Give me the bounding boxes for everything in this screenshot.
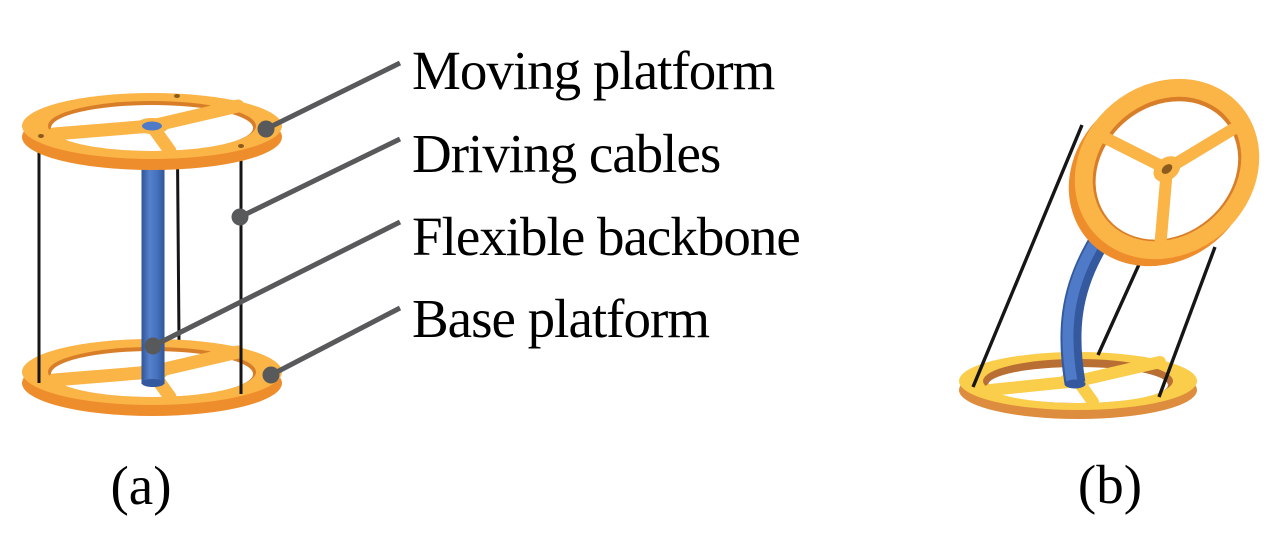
moving-platform-b: [1074, 78, 1260, 260]
leader-dot: [144, 337, 162, 355]
driving-cable: [971, 124, 1084, 388]
backbone-hub: [142, 121, 162, 131]
label-driving-cables: Driving cables: [412, 123, 721, 184]
leader-dot: [231, 208, 249, 226]
label-base-platform: Base platform: [412, 288, 710, 349]
leader-dot: [257, 120, 275, 138]
leader-line-driving-cables: [238, 136, 402, 220]
cable-holes: [38, 94, 244, 148]
leader-lines: [144, 60, 402, 384]
leader-line-moving-platform: [264, 60, 402, 132]
panel-b-caption: (b): [1077, 454, 1143, 515]
panel-b-drawing: [959, 78, 1260, 419]
leader-dot: [262, 366, 280, 384]
label-flexible-backbone: Flexible backbone: [412, 206, 801, 267]
moving-platform-a: [22, 93, 282, 170]
hub-hole: [1161, 164, 1173, 174]
flexible-backbone-a: [141, 128, 165, 387]
leader-line-flexible-backbone: [151, 219, 402, 349]
label-moving-platform: Moving platform: [412, 40, 775, 101]
leader-line-base-platform: [269, 305, 402, 378]
driving-cable: [1157, 246, 1217, 398]
panel-a-caption: (a): [110, 455, 172, 516]
panel-a-drawing: [22, 93, 282, 416]
